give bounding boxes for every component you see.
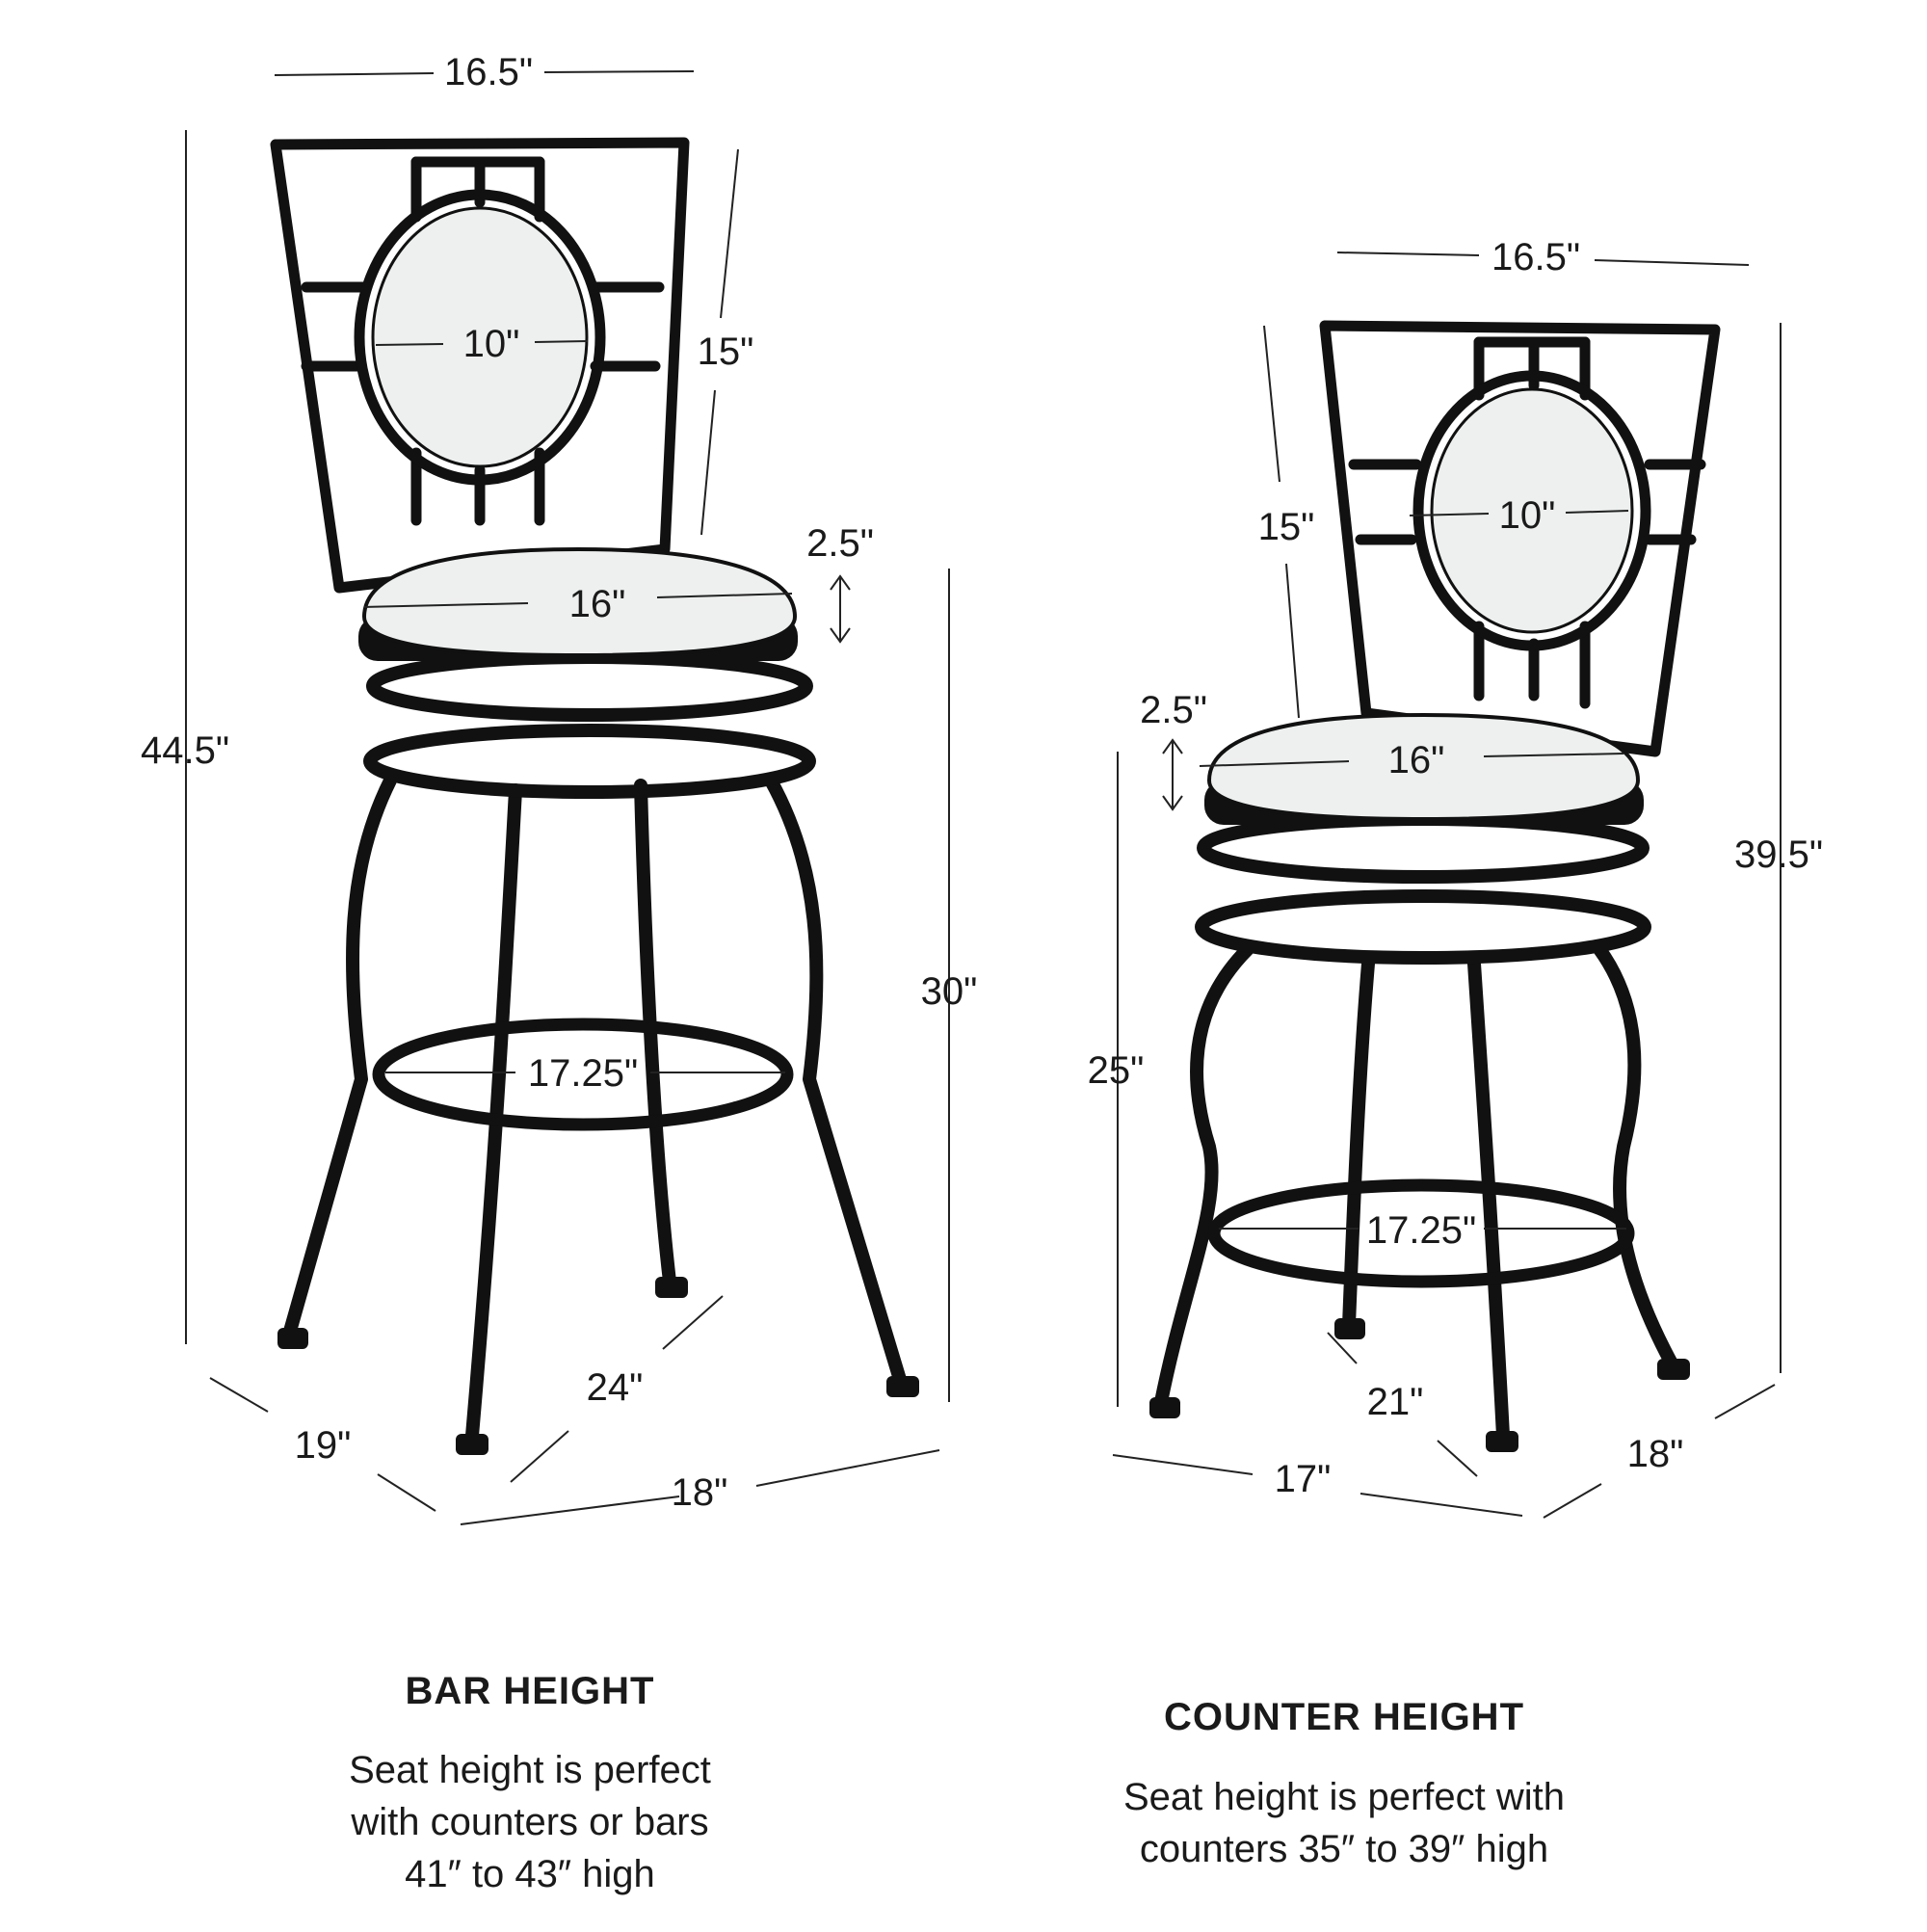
- counter-base-depth-label: 18": [1627, 1433, 1684, 1475]
- bar-stool-swivel-ring-upper: [366, 650, 813, 722]
- counter-stool-backrest: [1319, 320, 1721, 757]
- counter-footrest-label: 17.25": [1366, 1209, 1476, 1252]
- counter-stool-legs: [1154, 942, 1678, 1442]
- bar-stool-footrest-ring: [372, 1018, 794, 1131]
- bar-back-height-label: 15": [698, 331, 754, 373]
- bar-overall-height-label: 44.5": [141, 729, 229, 772]
- bar-base-diagonal-label: 24": [587, 1366, 644, 1409]
- bar-seat-width-label: 16": [569, 583, 626, 625]
- bar-stool-backrest: [270, 137, 690, 594]
- counter-back-height-label: 15": [1258, 506, 1315, 548]
- counter-stool-labels: 16.5" 39.5" 15" 10" 2.5" 16" 25" 17.25" …: [1088, 236, 1823, 1500]
- bar-height-desc-line-1: Seat height is perfect: [349, 1749, 711, 1791]
- counter-stool-seat-cushion: [1206, 712, 1641, 822]
- bar-stool-seat-cushion: [361, 546, 798, 658]
- counter-height-caption: COUNTER HEIGHT Seat height is perfect wi…: [1123, 1696, 1565, 1870]
- counter-overall-height-label: 39.5": [1734, 834, 1823, 876]
- bar-stool: [270, 137, 919, 1455]
- counter-top-width-label: 16.5": [1491, 236, 1580, 278]
- counter-stool-swivel-ring-upper: [1197, 812, 1650, 884]
- bar-stool-legs: [282, 774, 908, 1442]
- counter-seat-height-label: 25": [1088, 1049, 1145, 1092]
- counter-height-desc-line-1: Seat height is perfect with: [1123, 1776, 1565, 1818]
- bar-seat-height-label: 30": [921, 970, 978, 1013]
- counter-stool-back-cushion: [1430, 387, 1634, 634]
- bar-top-width-label: 16.5": [444, 51, 533, 93]
- bar-back-cushion-label: 10": [463, 323, 520, 365]
- bar-footrest-label: 17.25": [528, 1052, 638, 1095]
- bar-stool-dimension-lines: [185, 70, 950, 1525]
- bar-height-title: BAR HEIGHT: [406, 1670, 655, 1712]
- counter-height-title: COUNTER HEIGHT: [1164, 1696, 1524, 1738]
- bar-height-desc-line-2: with counters or bars: [350, 1801, 708, 1843]
- counter-height-desc-line-2: counters 35″ to 39″ high: [1140, 1828, 1548, 1870]
- bar-stool-labels: 16.5" 44.5" 15" 10" 2.5" 16" 30" 17.25" …: [141, 51, 977, 1514]
- counter-base-width-label: 17": [1275, 1458, 1332, 1500]
- bar-height-caption: BAR HEIGHT Seat height is perfect with c…: [349, 1670, 711, 1895]
- bar-stool-swivel-ring-lower: [363, 724, 816, 799]
- counter-stool-dimension-lines: [1112, 251, 1782, 1519]
- counter-stool-swivel-ring-lower: [1195, 889, 1651, 965]
- counter-stool: [1149, 320, 1721, 1452]
- counter-seat-width-label: 16": [1388, 739, 1445, 781]
- counter-stool-feet: [1149, 1318, 1690, 1452]
- counter-base-diagonal-label: 21": [1367, 1381, 1424, 1423]
- bar-height-desc-line-3: 41″ to 43″ high: [405, 1853, 655, 1895]
- counter-seat-thickness-label: 2.5": [1140, 689, 1207, 731]
- bar-base-depth-label: 19": [295, 1424, 352, 1467]
- counter-stool-footrest-ring: [1207, 1178, 1635, 1288]
- counter-back-cushion-label: 10": [1499, 494, 1556, 537]
- bar-stool-back-cushion: [371, 206, 589, 468]
- bar-base-width-label: 18": [672, 1471, 728, 1514]
- bar-stool-feet: [277, 1277, 919, 1455]
- bar-seat-thickness-label: 2.5": [806, 522, 874, 565]
